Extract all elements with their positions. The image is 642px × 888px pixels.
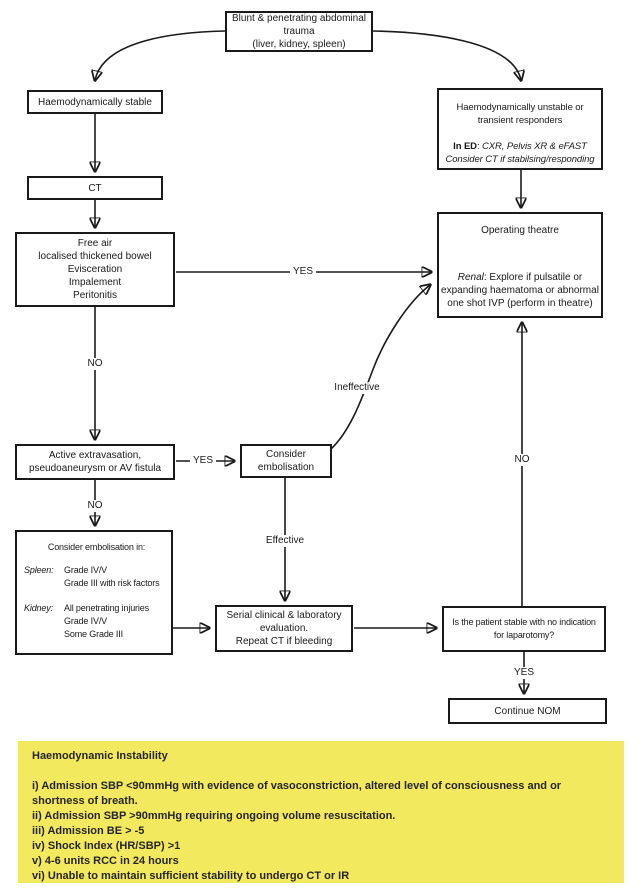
edge-label-yes-nom: YES: [510, 667, 538, 679]
node-consider-embolisation-in: Consider embolisation in: Spleen: Grade …: [15, 530, 173, 655]
kidney-value-1: All penetrating injuries: [64, 603, 149, 613]
node-trauma-line2: trauma: [283, 26, 315, 37]
node-stable-question: Is the patient stable with no indication…: [442, 606, 606, 652]
node-trauma: Blunt & penetrating abdominal trauma (li…: [225, 11, 373, 52]
kidney-label: Kidney:: [24, 603, 53, 613]
node-unstable-line2: transient responders: [477, 114, 563, 126]
node-unstable-in-ed-line: In ED: CXR, Pelvis XR & eFAST: [453, 140, 587, 153]
node-trauma-line3: (liver, kidney, spleen): [252, 39, 346, 50]
node-serial-line3: Repeat CT if bleeding: [235, 636, 333, 647]
node-free-air: Free air localised thickened bowel Evisc…: [15, 232, 175, 307]
node-theatre-line3: expanding haematoma or abnormal: [441, 285, 599, 296]
connector-trauma-to-unstable: [372, 30, 521, 80]
node-serial-line1: Serial clinical & laboratory: [226, 610, 342, 621]
node-unstable-line4: Consider CT if stabilsing/responding: [445, 153, 595, 165]
note-item-4: iv) Shock Index (HR/SBP) >1: [32, 840, 181, 852]
node-extravasation-line2: pseudoaneurysm or AV fistula: [28, 463, 162, 474]
node-extravasation-line1: Active extravasation,: [48, 450, 142, 461]
node-theatre-line4: one shot IVP (perform in theatre): [447, 298, 593, 309]
node-embolisation-line1: Consider: [265, 449, 307, 460]
note-item-1: i) Admission SBP <90mmHg with evidence o…: [32, 780, 562, 807]
spleen-values: Grade IV/V Grade III with risk factors: [64, 564, 160, 590]
node-freeair-line5: Peritonitis: [73, 290, 117, 301]
edge-label-effective: Effective: [262, 535, 308, 547]
kidney-values: All penetrating injuries Grade IV/V Some…: [64, 602, 149, 641]
note-item-2: ii) Admission SBP >90mmHg requiring ongo…: [32, 810, 396, 822]
node-question-line1: Is the patient stable with no indication: [452, 617, 596, 627]
connector-trauma-to-stable: [95, 30, 226, 80]
node-embolisation-line2: embolisation: [257, 462, 315, 473]
node-theatre-line1: Operating theatre: [481, 225, 559, 236]
edge-label-no-embolisation-in: NO: [84, 500, 106, 512]
note-title: Haemodynamic Instability: [32, 750, 168, 762]
node-freeair-line1: Free air: [77, 238, 113, 249]
in-ed-label: In ED: [453, 140, 477, 152]
spleen-value-1: Grade IV/V: [64, 565, 108, 575]
node-theatre-renal-line: Renal: Explore if pulsatile or: [458, 271, 583, 284]
renal-text: : Explore if pulsatile or: [483, 272, 583, 283]
node-consider-embolisation: Consider embolisation: [240, 444, 332, 478]
node-ct: CT: [27, 176, 163, 200]
node-stable-line1: Haemodynamically stable: [38, 96, 152, 108]
haemodynamic-instability-note: Haemodynamic Instability i) Admission SB…: [18, 741, 624, 883]
node-active-extravasation: Active extravasation, pseudoaneurysm or …: [15, 444, 175, 480]
node-serial-line2: evaluation.: [259, 623, 309, 634]
note-item-5: v) 4-6 units RCC in 24 hours: [32, 855, 179, 867]
node-operating-theatre: Operating theatre Renal: Explore if puls…: [437, 212, 603, 318]
edge-label-no-extravasation: NO: [84, 358, 106, 370]
node-haemodynamically-unstable: Haemodynamically unstable or transient r…: [437, 88, 603, 170]
node-trauma-line1: Blunt & penetrating abdominal: [232, 13, 366, 24]
node-unstable-line1: Haemodynamically unstable or: [456, 101, 584, 113]
node-serial-evaluation: Serial clinical & laboratory evaluation.…: [215, 605, 353, 652]
connector-embolisation-to-theatre-ineffective: [330, 285, 430, 450]
node-freeair-line3: Evisceration: [67, 264, 123, 275]
node-freeair-line2: localised thickened bowel: [38, 251, 152, 262]
node-question-line2: for laparotomy?: [493, 630, 555, 640]
node-haemodynamically-stable: Haemodynamically stable: [27, 90, 163, 114]
edge-label-no-theatre: NO: [511, 454, 533, 466]
in-ed-separator: :: [476, 140, 483, 152]
kidney-value-3: Some Grade III: [64, 629, 123, 639]
spleen-label: Spleen:: [24, 565, 54, 575]
node-freeair-line4: Impalement: [68, 277, 122, 288]
edge-label-yes-theatre: YES: [289, 266, 317, 278]
node-ct-line1: CT: [88, 182, 102, 194]
node-embolisationin-title: Consider embolisation in:: [47, 542, 146, 552]
spleen-value-2: Grade III with risk factors: [64, 578, 160, 588]
kidney-value-2: Grade IV/V: [64, 616, 108, 626]
edge-label-ineffective: Ineffective: [331, 382, 383, 394]
note-item-3: iii) Admission BE > -5: [32, 825, 145, 837]
kidney-row: Kidney: All penetrating injuries Grade I…: [24, 602, 149, 641]
node-continue-nom: Continue NOM: [448, 698, 607, 724]
node-nom-line1: Continue NOM: [494, 705, 561, 717]
in-ed-text: CXR, Pelvis XR & eFAST: [482, 140, 587, 152]
spleen-row: Spleen: Grade IV/V Grade III with risk f…: [24, 564, 160, 590]
edge-label-yes-embolisation: YES: [189, 455, 217, 467]
note-item-6: vi) Unable to maintain sufficient stabil…: [32, 870, 350, 882]
renal-label: Renal: [457, 272, 484, 283]
